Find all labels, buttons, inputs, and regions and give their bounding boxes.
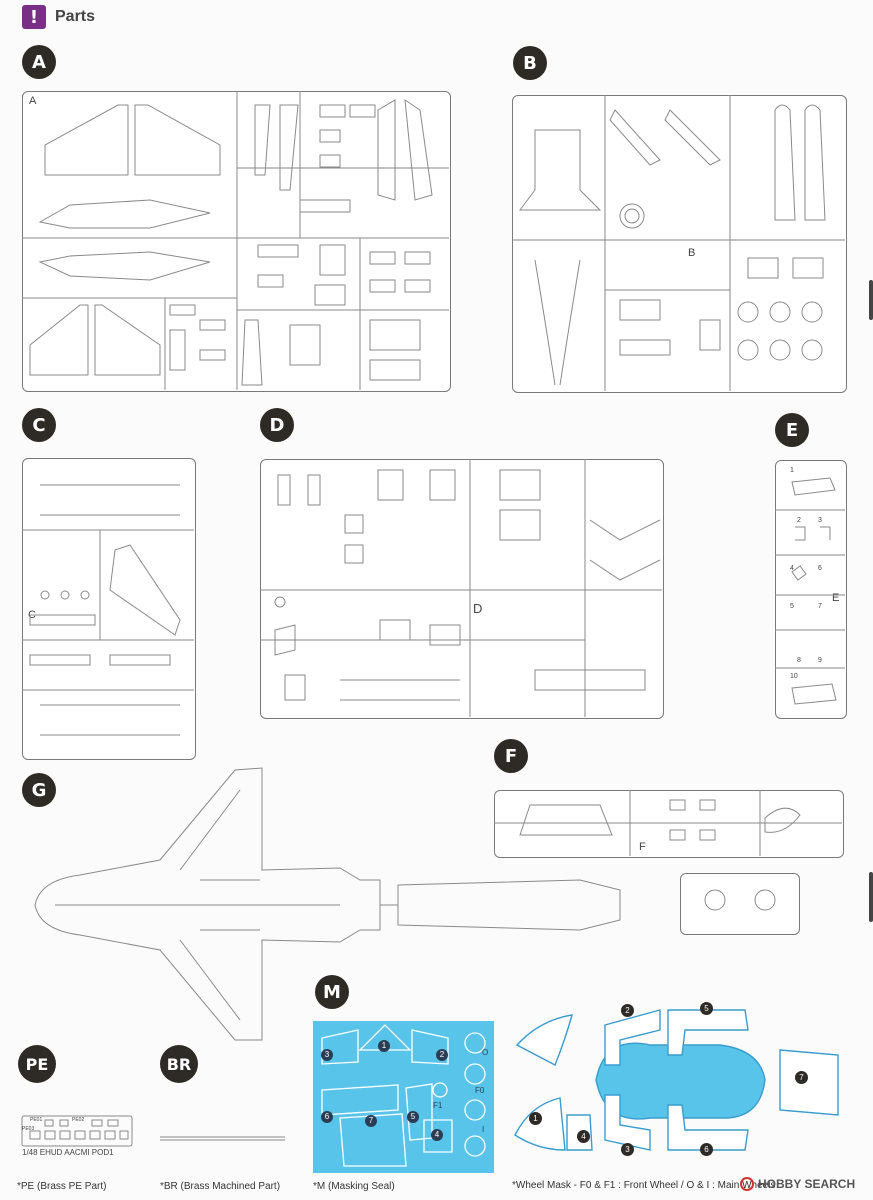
page-edge-mark-bottom bbox=[869, 872, 873, 922]
sprue-e bbox=[775, 460, 847, 719]
frame-label-a: A bbox=[29, 95, 37, 107]
masking-seal-sheet bbox=[313, 1021, 494, 1173]
e-part-5: 5 bbox=[790, 603, 794, 610]
section-b-badge: B bbox=[513, 46, 547, 80]
e-part-1: 1 bbox=[790, 467, 794, 474]
e-part-10: 10 bbox=[790, 673, 798, 680]
pe-label-01: PE01 bbox=[30, 1117, 43, 1123]
section-c-badge: C bbox=[22, 408, 56, 442]
mask-number-7: 7 bbox=[365, 1115, 377, 1127]
hobby-search-text: HOBBY SEARCH bbox=[758, 1177, 856, 1191]
sprue-c bbox=[22, 458, 196, 760]
wheel-callout-3: 3 bbox=[621, 1143, 634, 1156]
e-part-9: 9 bbox=[818, 657, 822, 664]
warning-icon: ! bbox=[22, 5, 46, 29]
mask-label-f1: F1 bbox=[433, 1101, 443, 1110]
mask-number-2: 2 bbox=[436, 1049, 448, 1061]
section-e-badge: E bbox=[775, 413, 809, 447]
mask-number-5: 5 bbox=[407, 1111, 419, 1123]
section-a-badge: A bbox=[22, 45, 56, 79]
section-m-badge: M bbox=[315, 975, 349, 1009]
pe-label-03: PE03 bbox=[22, 1126, 35, 1132]
section-g-badge: G bbox=[22, 773, 56, 807]
wheel-callout-1: 1 bbox=[529, 1112, 542, 1125]
hobby-search-logo: HOBBY SEARCH bbox=[740, 1174, 855, 1194]
mask-label-i: I bbox=[482, 1125, 485, 1134]
page-title: Parts bbox=[55, 8, 96, 25]
e-part-4: 4 bbox=[790, 565, 794, 572]
mask-number-4: 4 bbox=[431, 1129, 443, 1141]
sprue-f-sub bbox=[680, 873, 800, 935]
wheel-callout-7: 7 bbox=[795, 1071, 808, 1084]
wheel-callout-5: 5 bbox=[700, 1002, 713, 1015]
section-d-badge: D bbox=[260, 408, 294, 442]
hobby-search-logo-icon bbox=[740, 1177, 754, 1191]
mask-number-1: 1 bbox=[378, 1040, 390, 1052]
page-header: ! Parts bbox=[22, 5, 95, 29]
e-part-2: 2 bbox=[797, 517, 801, 524]
e-part-8: 8 bbox=[797, 657, 801, 664]
pe-caption: 1/48 EHUD AACMI POD1 bbox=[22, 1148, 114, 1157]
pe-label-02: PE02 bbox=[72, 1117, 85, 1123]
section-f-badge: F bbox=[494, 739, 528, 773]
frame-label-e: E bbox=[832, 592, 840, 604]
footnote-m: *M (Masking Seal) bbox=[313, 1181, 395, 1192]
sprue-d bbox=[260, 459, 664, 719]
sprue-f bbox=[494, 790, 844, 858]
wheel-callout-2: 2 bbox=[621, 1004, 634, 1017]
e-part-7: 7 bbox=[818, 603, 822, 610]
mask-label-f0: F0 bbox=[475, 1086, 485, 1095]
footnote-br: *BR (Brass Machined Part) bbox=[160, 1181, 281, 1192]
footnote-pe: *PE (Brass PE Part) bbox=[17, 1181, 107, 1192]
mask-label-o: O bbox=[482, 1048, 489, 1057]
mask-number-3: 3 bbox=[321, 1049, 333, 1061]
section-br-badge: BR bbox=[160, 1045, 198, 1083]
frame-label-b: B bbox=[688, 247, 696, 259]
wheel-callout-4: 4 bbox=[577, 1130, 590, 1143]
footnote-wheel: *Wheel Mask - F0 & F1 : Front Wheel / O … bbox=[512, 1180, 776, 1191]
frame-label-d: D bbox=[473, 601, 483, 616]
e-part-3: 3 bbox=[818, 517, 822, 524]
section-pe-badge: PE bbox=[18, 1045, 56, 1083]
e-part-6: 6 bbox=[818, 565, 822, 572]
mask-number-6: 6 bbox=[321, 1111, 333, 1123]
frame-label-f: F bbox=[639, 841, 646, 853]
wheel-callout-6: 6 bbox=[700, 1143, 713, 1156]
page-edge-mark-top bbox=[869, 280, 873, 320]
